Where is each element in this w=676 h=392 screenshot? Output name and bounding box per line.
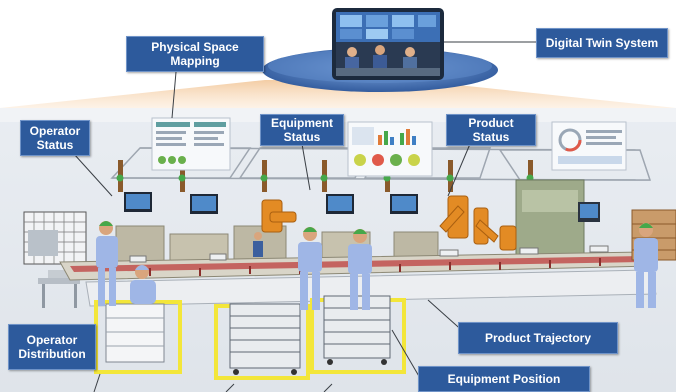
workstations (115, 179, 600, 269)
operator-icons (96, 221, 658, 310)
robot-arm-icons (261, 195, 517, 251)
equipment-position-label: Equipment Position (418, 366, 590, 392)
control-room-screen-icon (332, 8, 444, 80)
product-trajectory-label: Product Trajectory (458, 322, 618, 354)
physical-space-mapping-label: Physical Space Mapping (126, 36, 264, 72)
digital-twin-system-label: Digital Twin System (536, 28, 668, 58)
operator-distribution-label: Operator Distribution (8, 324, 96, 370)
physical-mapping-dashboard (151, 117, 231, 171)
operator-status-label: Operator Status (20, 120, 90, 156)
leader-lines (73, 41, 536, 392)
safety-cage (23, 211, 87, 265)
product-status-label: Product Status (446, 114, 536, 146)
product-status-dashboard (551, 121, 627, 171)
side-table (38, 270, 80, 308)
projection-beam (0, 80, 676, 108)
equipment-status-dashboard (347, 121, 433, 177)
monitor-icons (124, 192, 598, 218)
equipment-status-label: Equipment Status (260, 114, 344, 146)
